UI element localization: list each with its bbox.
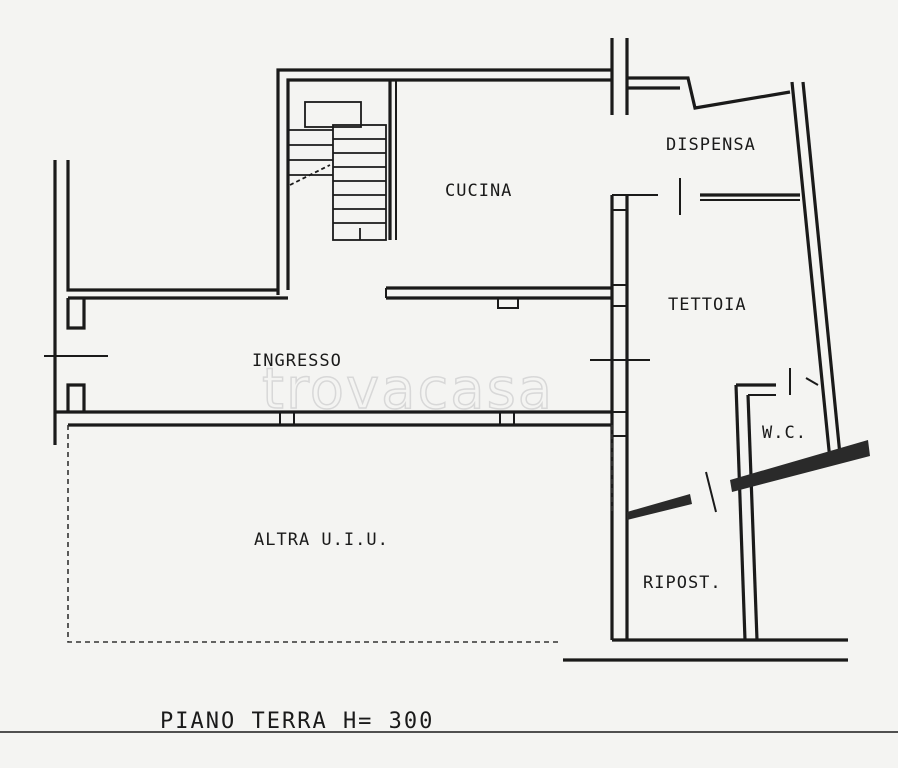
walls bbox=[44, 38, 870, 662]
room-label-wc: W.C. bbox=[762, 423, 807, 443]
floor-label: PIANO TERRA H= 300 bbox=[160, 709, 434, 734]
room-label-ingresso: INGRESSO bbox=[252, 351, 342, 371]
staircase bbox=[288, 101, 387, 241]
room-label-cucina: CUCINA bbox=[445, 181, 512, 201]
room-label-dispensa: DISPENSA bbox=[666, 135, 756, 155]
room-label-altra-uiu: ALTRA U.I.U. bbox=[254, 530, 389, 550]
altra-uiu-boundary bbox=[67, 425, 560, 643]
room-label-tettoia: TETTOIA bbox=[668, 295, 747, 315]
room-label-ripost: RIPOST. bbox=[643, 573, 722, 593]
